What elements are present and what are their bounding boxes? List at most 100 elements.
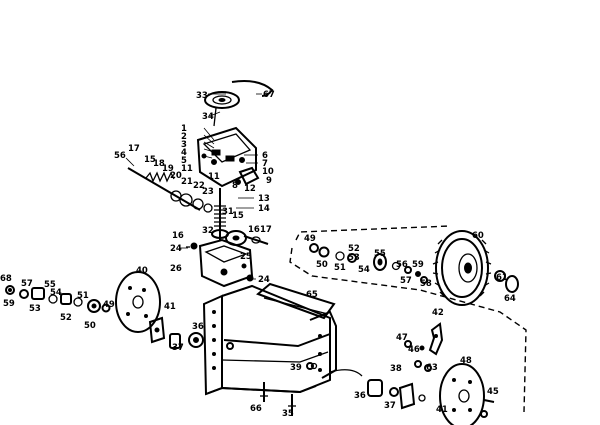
- part-label: 45: [487, 387, 499, 397]
- part-label: 68: [0, 274, 12, 284]
- part-label: 11: [208, 172, 220, 182]
- part-label: 64: [504, 294, 516, 304]
- right-spacers: [367, 379, 495, 418]
- cover-panel: [256, 282, 336, 320]
- part-label: 35: [282, 409, 294, 419]
- part-label: 16: [172, 231, 184, 241]
- belt-clip: [231, 80, 274, 97]
- part-label: 55: [374, 249, 386, 259]
- gearbox-upper-housing: [196, 126, 260, 188]
- part-label: 15: [144, 155, 156, 165]
- part-label: 41: [164, 302, 176, 312]
- part-label: 52: [348, 244, 360, 254]
- part-label: 24: [258, 275, 270, 285]
- part-label: 36: [354, 391, 366, 401]
- part-label: 21: [181, 177, 193, 187]
- part-label: 66: [250, 404, 262, 414]
- part-label: 50: [84, 321, 96, 331]
- part-label: 36: [192, 322, 204, 332]
- part-label: 13: [258, 194, 270, 204]
- part-label: 8: [232, 181, 238, 191]
- part-label: 49: [103, 300, 115, 310]
- part-label: 51: [77, 291, 89, 301]
- left-spacers: [169, 332, 204, 349]
- part-label: 57: [400, 276, 412, 286]
- left-hubcap: [115, 271, 161, 333]
- right-axle-parts: [309, 243, 519, 293]
- part-label: 57: [21, 279, 33, 289]
- part-label: 53: [29, 304, 41, 314]
- part-label: 10: [262, 167, 274, 177]
- right-hubcap: [439, 363, 485, 425]
- part-label: 40: [136, 266, 148, 276]
- part-label: 47: [396, 333, 408, 343]
- linkage-rod: [329, 369, 363, 377]
- dashed-enclosure: [289, 225, 527, 413]
- part-label: 17: [128, 144, 140, 154]
- part-label: 5: [181, 156, 187, 166]
- part-label: 50: [316, 260, 328, 270]
- part-label: 11: [181, 164, 193, 174]
- part-label: 15: [232, 211, 244, 221]
- left-axle-parts: [5, 285, 111, 313]
- part-label: 56: [114, 151, 126, 161]
- chassis: [202, 284, 337, 396]
- part-label: 23: [202, 187, 214, 197]
- part-label: 48: [460, 356, 472, 366]
- part-label: 9: [266, 176, 272, 186]
- part-label: 56: [396, 260, 408, 270]
- part-label: 6: [262, 151, 268, 161]
- part-label: 7: [262, 159, 268, 169]
- part-label: 19: [162, 164, 174, 174]
- part-number-labels: 33 67 34 1 2 3 4 5 11 6 7 10 9 8 12 11 5…: [0, 90, 516, 419]
- pulley-shaft: [213, 107, 217, 127]
- part-label: 34: [202, 112, 214, 122]
- part-label: 33: [196, 91, 208, 101]
- right-lever: [404, 322, 444, 372]
- left-bracket: [148, 316, 166, 344]
- part-label: 54: [50, 288, 62, 298]
- part-label: 37: [384, 401, 396, 411]
- part-label: 1: [181, 124, 187, 134]
- part-label: 31: [222, 207, 234, 217]
- right-drive-wheel: [432, 230, 492, 306]
- part-label: 2: [181, 132, 187, 142]
- part-label: 54: [358, 265, 370, 275]
- part-label: 41: [436, 405, 448, 415]
- part-label: 37: [172, 343, 184, 353]
- leader-lines: [125, 93, 262, 280]
- part-label: 17: [260, 225, 272, 235]
- part-label: 39: [290, 363, 302, 373]
- part-label: 49: [304, 234, 316, 244]
- part-label: 24: [170, 244, 182, 254]
- part-label: 12: [244, 184, 256, 194]
- part-label: 42: [432, 308, 444, 318]
- part-label: 65: [306, 290, 318, 300]
- part-label: 16: [248, 225, 260, 235]
- part-label: 38: [390, 364, 402, 374]
- part-label: 32: [202, 226, 214, 236]
- gearbox-lower-housing: [186, 238, 254, 288]
- part-label: 4: [181, 148, 187, 158]
- part-label: 18: [153, 159, 165, 169]
- part-label: 51: [334, 263, 346, 273]
- part-label: 25: [240, 252, 252, 262]
- mounting-bolts: [260, 362, 318, 416]
- part-label: 52: [60, 313, 72, 323]
- part-label: 63: [426, 363, 438, 373]
- part-label: 3: [181, 140, 187, 150]
- part-label: 53: [348, 253, 360, 263]
- part-label: 26: [170, 264, 182, 274]
- part-label: 58: [420, 279, 432, 289]
- part-label: 46: [408, 345, 420, 355]
- part-label: 22: [193, 181, 205, 191]
- part-label: 61: [496, 273, 508, 283]
- pulley: [204, 91, 240, 109]
- part-label: 14: [258, 204, 270, 214]
- part-label: 59: [412, 260, 424, 270]
- part-label: 59: [3, 299, 15, 309]
- part-label: 67: [263, 90, 275, 100]
- part-label: 60: [472, 231, 484, 241]
- part-label: 20: [170, 171, 182, 181]
